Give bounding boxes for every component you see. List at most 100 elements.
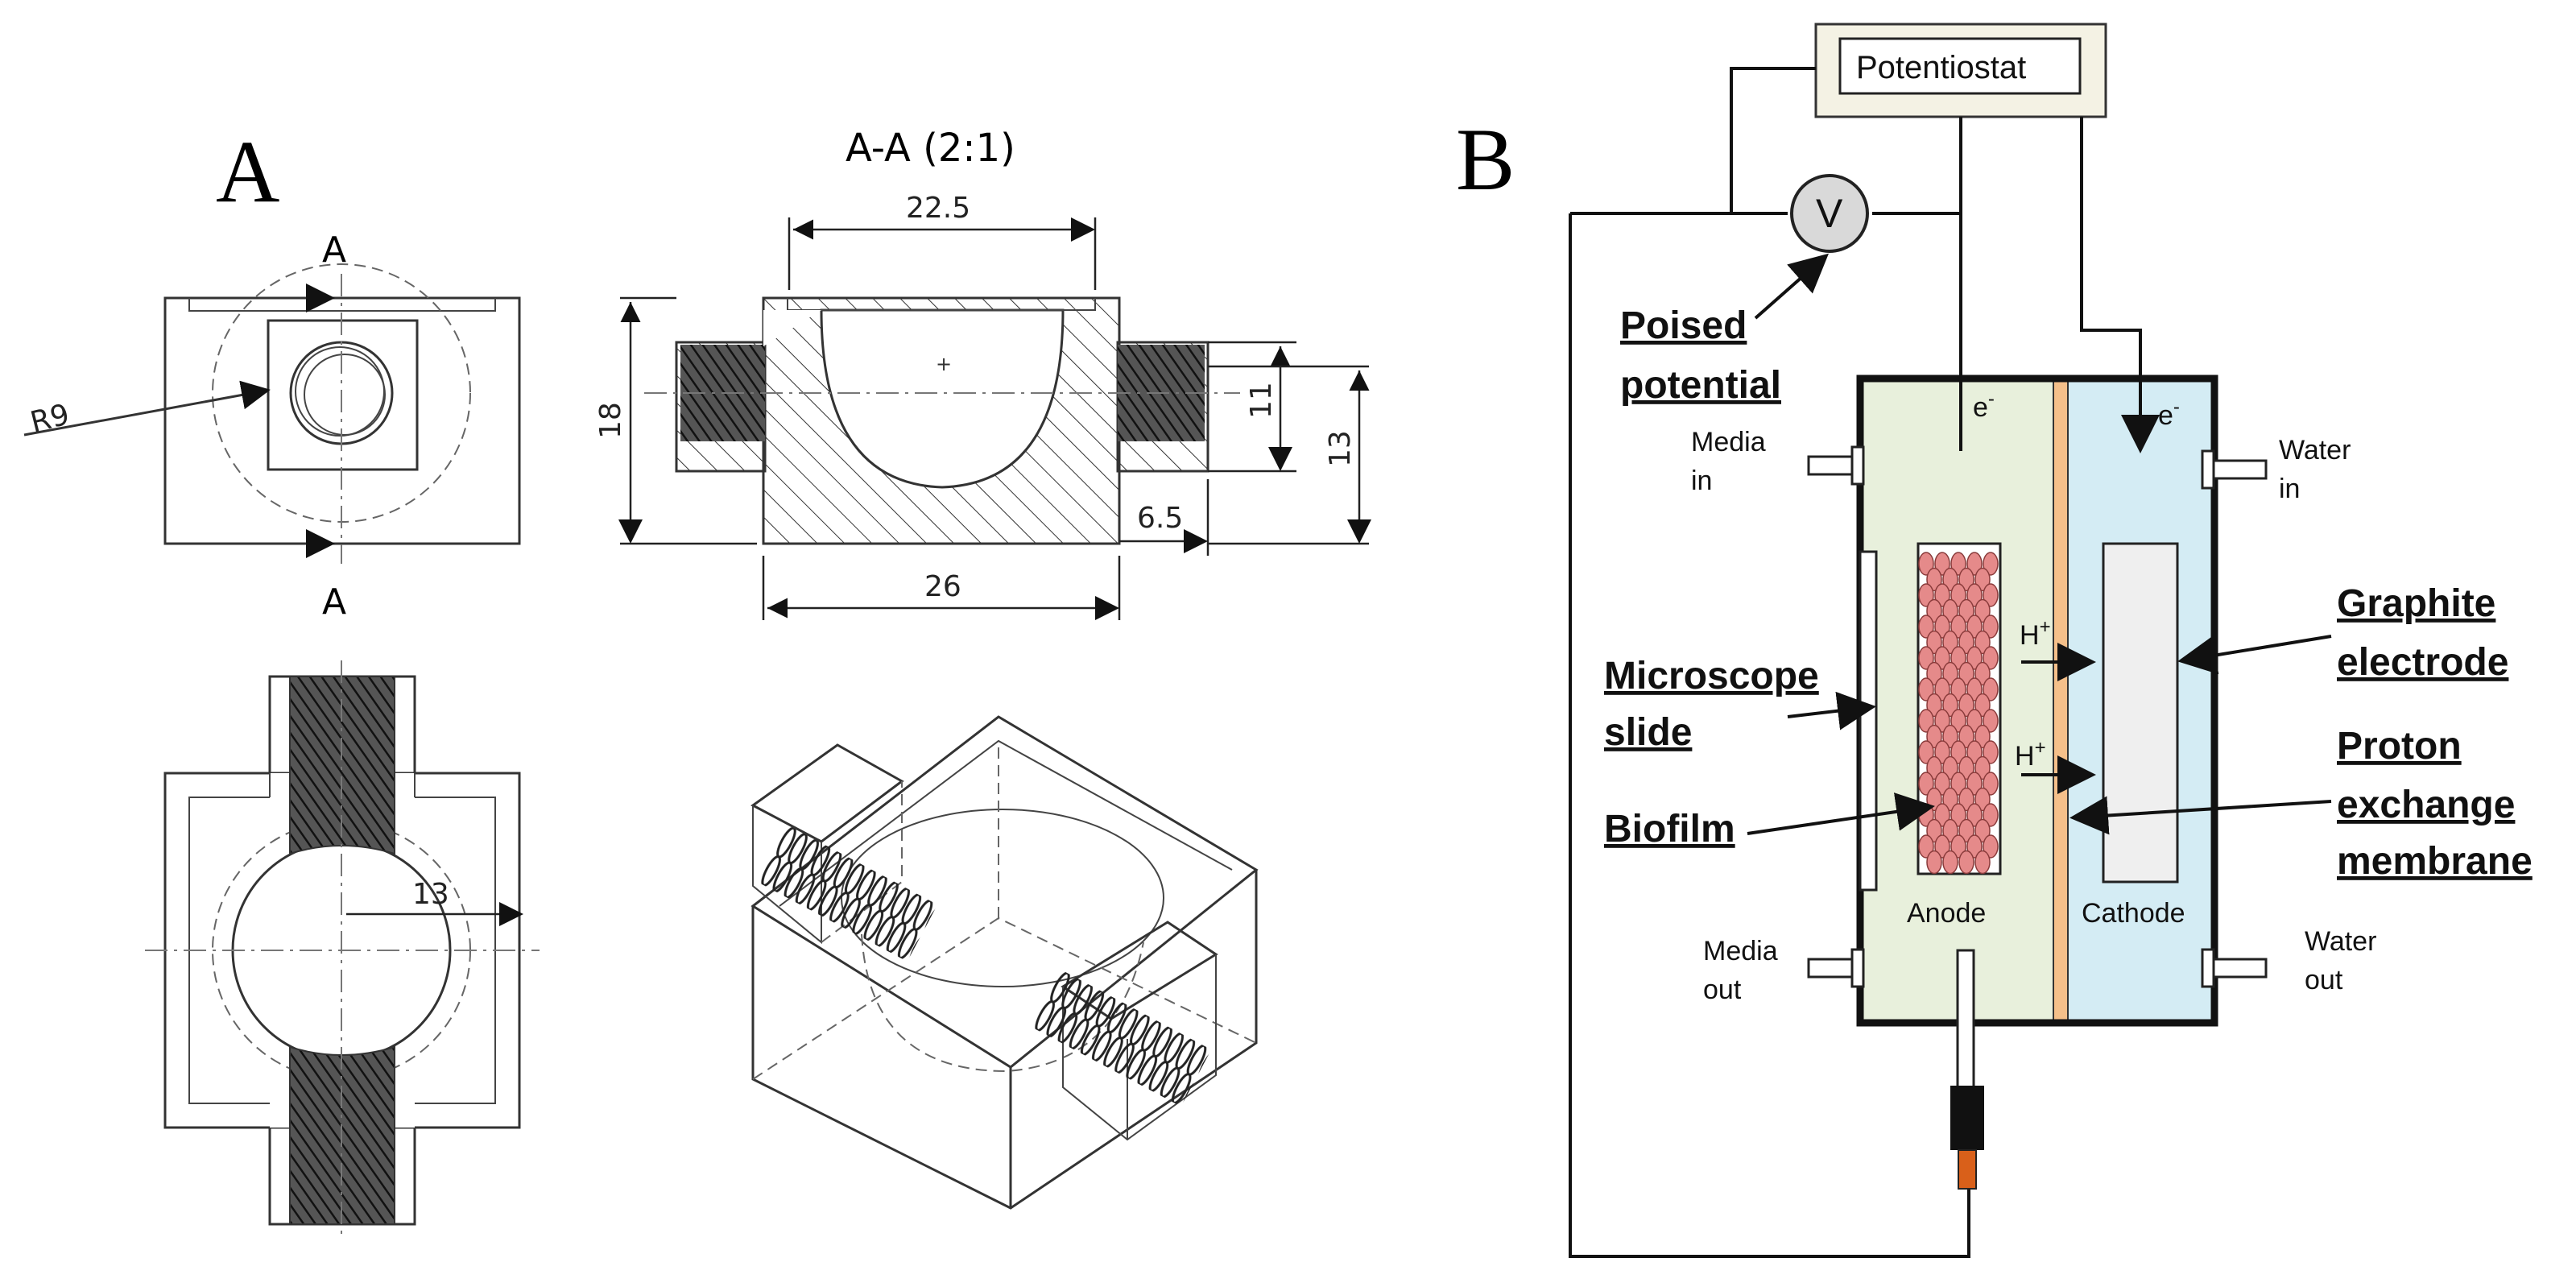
biofilm-cell xyxy=(1918,740,1934,764)
section-marker-bottom: A xyxy=(322,581,346,623)
section-marker-top: A xyxy=(322,230,346,271)
water-out-line2: out xyxy=(2305,965,2343,995)
biofilm-cell xyxy=(1966,834,1983,859)
biofilm-cell xyxy=(1950,834,1966,859)
biofilm-cell xyxy=(1974,818,1991,843)
biofilm-cell xyxy=(1934,615,1950,639)
plan-view-bottom: 13 xyxy=(145,660,540,1236)
dim-height-left: 18 xyxy=(594,402,627,439)
media-in-line2: in xyxy=(1691,466,1712,496)
biofilm-cell xyxy=(1942,724,1958,749)
biofilm-cell xyxy=(1918,583,1934,607)
biofilm-cell xyxy=(1983,646,1999,670)
anode-label: Anode xyxy=(1907,898,1986,929)
panel-b-letter: B xyxy=(1456,110,1515,209)
biofilm-cell xyxy=(1934,709,1950,733)
graphite-electrode-line1: Graphite xyxy=(2337,582,2495,625)
electron-left: e- xyxy=(1973,388,1995,423)
plan-view-top: R9 A A xyxy=(23,230,521,623)
biofilm-cell xyxy=(1918,615,1934,639)
proton-label-2: H+ xyxy=(2015,737,2046,772)
biofilm-cell xyxy=(1918,709,1934,733)
biofilm-cell xyxy=(1934,740,1950,764)
media-out-line2: out xyxy=(1703,975,1742,1005)
biofilm-cell xyxy=(1958,567,1974,592)
poised-potential-line2: potential xyxy=(1620,364,1781,407)
section-title: A-A (2:1) xyxy=(846,126,1015,171)
panel-a: A R9 A A A-A (2:1) xyxy=(23,122,1371,1236)
biofilm-cell xyxy=(1958,850,1974,875)
biofilm-cell xyxy=(1958,787,1974,812)
panel-b: B Potentiostat V Poised potential e- e- xyxy=(1456,23,2533,1258)
biofilm-cell xyxy=(1974,755,1991,780)
biofilm-cell xyxy=(1942,567,1958,592)
biofilm-cell xyxy=(1950,552,1966,576)
dim-plan-radius: 13 xyxy=(412,878,449,911)
water-out-line1: Water xyxy=(2305,926,2376,957)
biofilm-cell xyxy=(1950,772,1966,796)
biofilm-cell xyxy=(1983,552,1999,576)
biofilm-cell xyxy=(1942,630,1958,655)
isometric-view xyxy=(750,715,1259,1210)
biofilm-cell xyxy=(1926,661,1942,686)
biofilm-cell xyxy=(1974,724,1991,749)
biofilm-cell xyxy=(1958,818,1974,843)
biofilm-cell xyxy=(1926,598,1942,623)
proton-label-1: H+ xyxy=(2020,616,2051,651)
biofilm-cell xyxy=(1950,677,1966,701)
biofilm-cell xyxy=(1926,630,1942,655)
water-in-line1: Water xyxy=(2279,435,2351,466)
biofilm-cell xyxy=(1926,693,1942,718)
biofilm-cell xyxy=(1934,803,1950,827)
biofilm-cell xyxy=(1942,598,1958,623)
biofilm-cell xyxy=(1950,709,1966,733)
biofilm-cell xyxy=(1926,724,1942,749)
biofilm-cell xyxy=(1934,677,1950,701)
biofilm-cell xyxy=(1974,787,1991,812)
biofilm-cell xyxy=(1974,693,1991,718)
biofilm-cell xyxy=(1974,630,1991,655)
voltmeter xyxy=(1790,174,1869,253)
dim-height-right-inner: 11 xyxy=(1245,382,1278,419)
biofilm-cell xyxy=(1958,630,1974,655)
biofilm-cell xyxy=(1966,583,1983,607)
biofilm-cell xyxy=(1974,567,1991,592)
water-in-port xyxy=(2201,449,2268,490)
biofilm-cell xyxy=(1958,661,1974,686)
biofilm-cell xyxy=(1983,583,1999,607)
biofilm-cell xyxy=(1958,693,1974,718)
biofilm-cell xyxy=(1942,661,1958,686)
microscope-slide-line1: Microscope xyxy=(1604,655,1819,697)
biofilm-cell xyxy=(1942,755,1958,780)
voltmeter-label: V xyxy=(1816,191,1843,236)
dim-height-right-outer: 13 xyxy=(1324,430,1357,467)
biofilm-cell xyxy=(1966,709,1983,733)
biofilm-cell xyxy=(1974,598,1991,623)
biofilm-cell xyxy=(1918,834,1934,859)
svg-text:+: + xyxy=(936,353,952,375)
biofilm-cell xyxy=(1958,598,1974,623)
microscope-slide-line2: slide xyxy=(1604,711,1692,754)
biofilm-cell xyxy=(1983,740,1999,764)
water-in-line2: in xyxy=(2279,474,2300,504)
biofilm-cell xyxy=(1934,552,1950,576)
biofilm-cell xyxy=(1983,709,1999,733)
biofilm-cell xyxy=(1942,693,1958,718)
cathode-label: Cathode xyxy=(2082,898,2185,929)
biofilm-cell xyxy=(1926,567,1942,592)
biofilm-cell xyxy=(1934,834,1950,859)
media-in-line1: Media xyxy=(1691,427,1766,457)
biofilm-cell xyxy=(1934,772,1950,796)
media-out-port xyxy=(1807,948,1865,988)
biofilm-label: Biofilm xyxy=(1604,808,1735,850)
biofilm xyxy=(1918,552,1999,875)
biofilm-cell xyxy=(1950,740,1966,764)
biofilm-cell xyxy=(1958,755,1974,780)
biofilm-cell xyxy=(1966,646,1983,670)
biofilm-cell xyxy=(1950,803,1966,827)
biofilm-cell xyxy=(1966,772,1983,796)
biofilm-cell xyxy=(1942,787,1958,812)
media-out-line1: Media xyxy=(1703,936,1778,966)
biofilm-cell xyxy=(1958,724,1974,749)
biofilm-cell xyxy=(1942,850,1958,875)
